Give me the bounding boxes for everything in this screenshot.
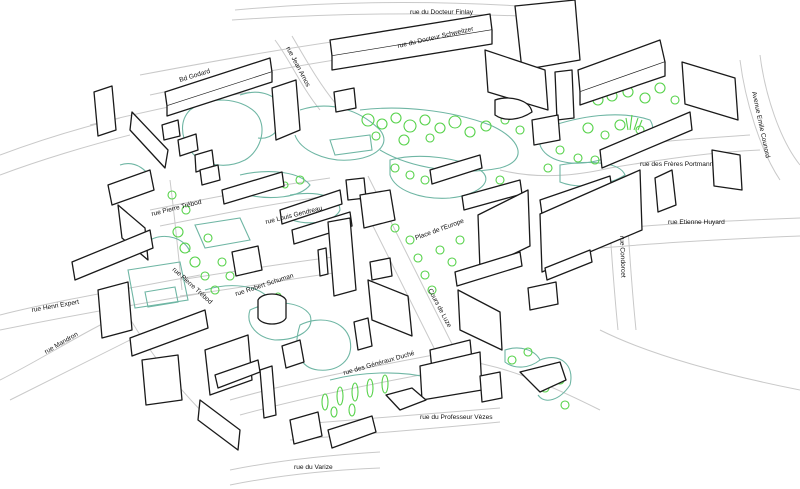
label-rue-docteur-finlay: rue du Docteur Finlay (410, 9, 474, 16)
label-cours-de-luze: Cours de Luze (426, 288, 452, 329)
label-rue-professeur-vezes: rue du Professeur Vèzes (420, 414, 493, 421)
label-place-de-l-europe: Place de l'Europe (414, 218, 465, 242)
buildings (71, 0, 743, 451)
tree-canopy (167, 82, 680, 418)
label-rue-mandron: rue Mandron (44, 331, 80, 356)
label-rue-henri-expert: rue Henri Expert (31, 299, 80, 314)
label-rue-freres-portmann: rue des Frères Portmann (640, 161, 714, 168)
label-rue-etienne-huyard: rue Etienne Huyard (668, 219, 725, 226)
label-rue-pierre-trebod: rue Pierre Trébod (151, 199, 203, 218)
label-avenue-emile-counord: Avenue Emile Counord (750, 91, 771, 159)
label-rue-condorcet: rue Condorcet (618, 236, 626, 278)
label-rue-du-varize: rue du Varize (294, 464, 333, 471)
